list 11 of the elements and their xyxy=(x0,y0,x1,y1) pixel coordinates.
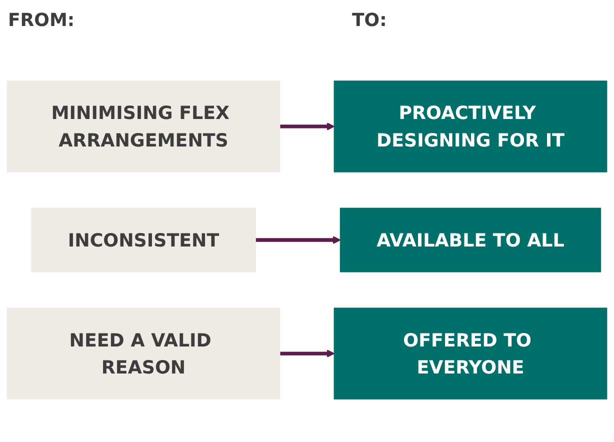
node-box: AVAILABLE TO ALL xyxy=(340,208,602,272)
node-box: INCONSISTENT xyxy=(31,208,256,272)
node-box: NEED A VALID REASON xyxy=(6,308,280,400)
column-heading: FROM: xyxy=(8,10,75,31)
node-box: PROACTIVELY DESIGNING FOR IT xyxy=(334,80,608,172)
node-box: OFFERED TO EVERYONE xyxy=(334,308,608,400)
arrow xyxy=(280,122,335,130)
arrow xyxy=(280,350,335,358)
node-box: MINIMISING FLEX ARRANGEMENTS xyxy=(6,80,280,172)
column-heading: TO: xyxy=(352,10,387,31)
arrow xyxy=(255,236,341,244)
